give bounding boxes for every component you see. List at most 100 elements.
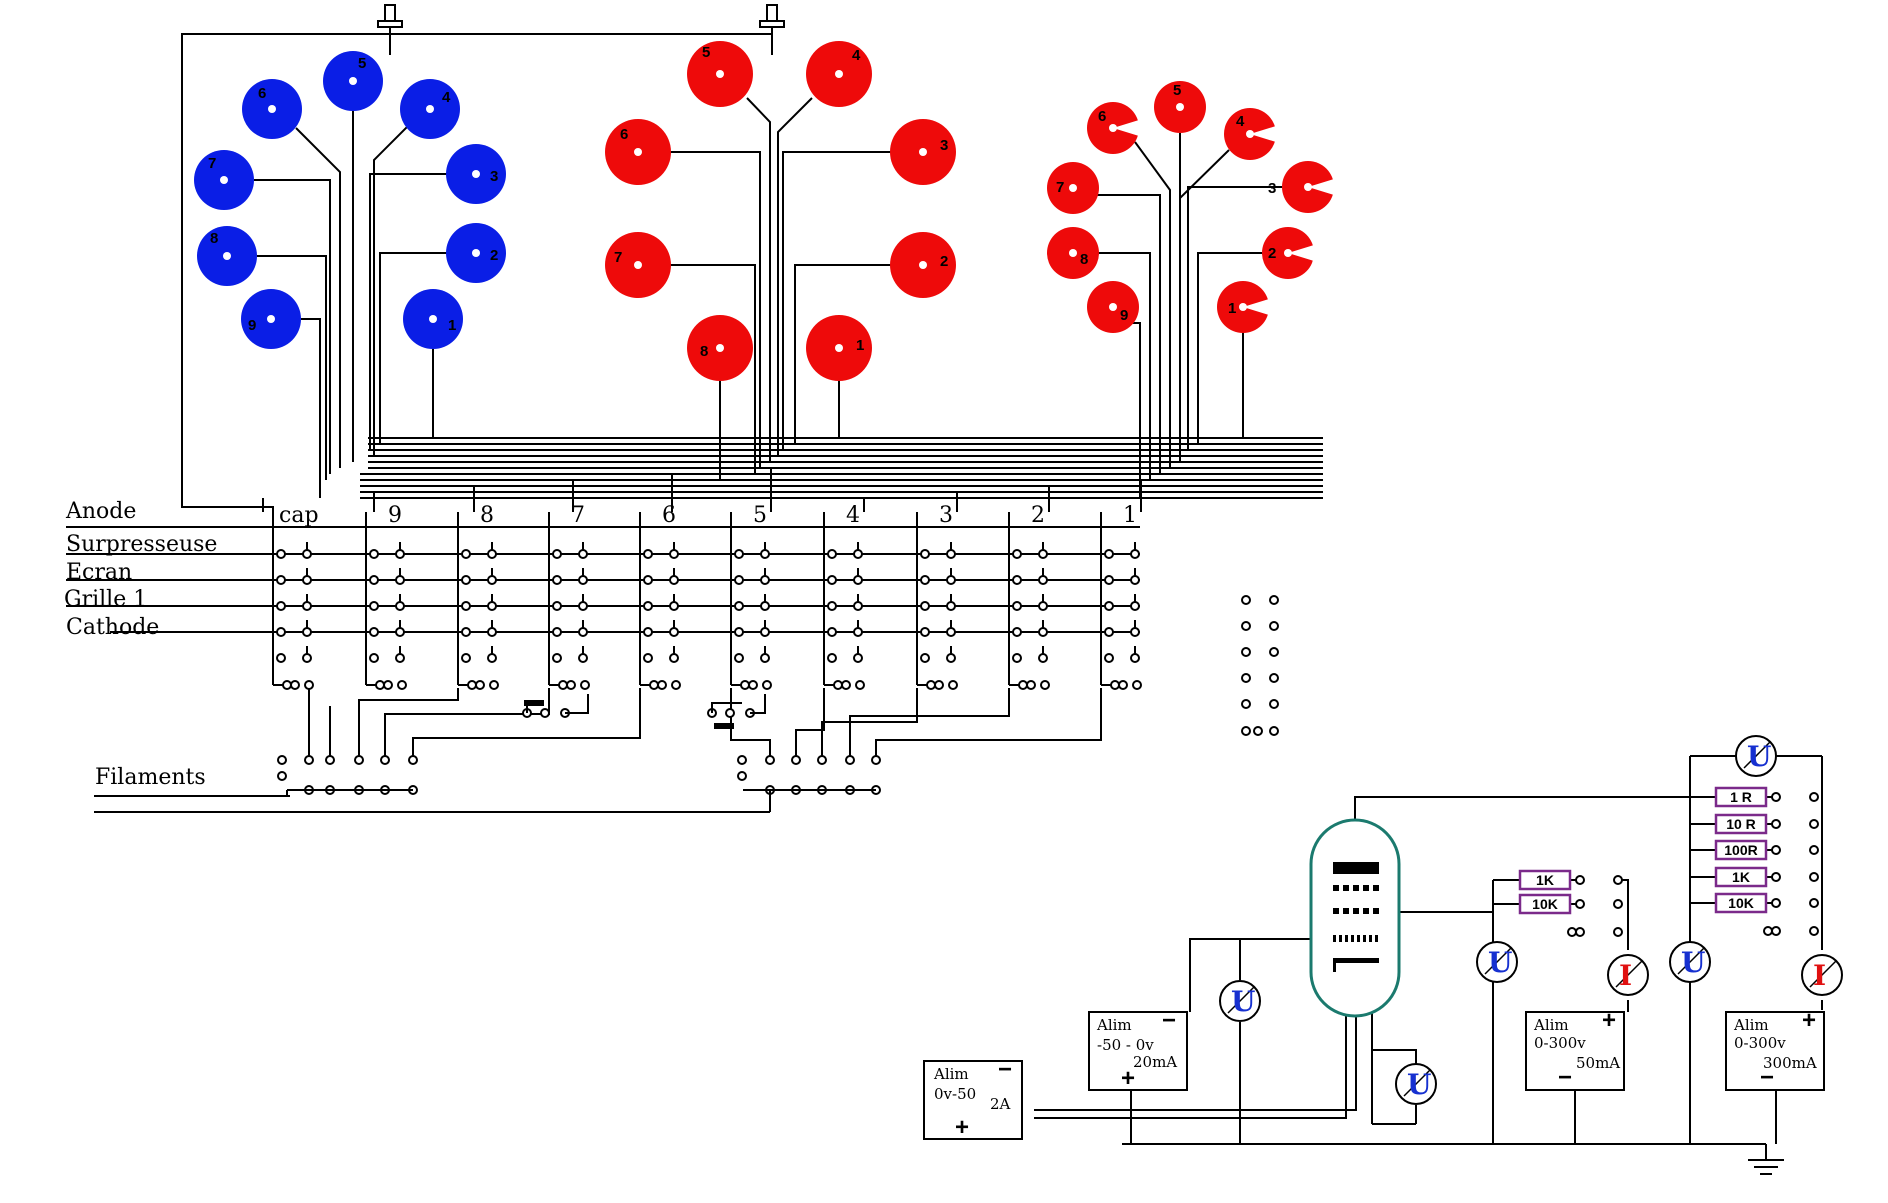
filament-contact[interactable] bbox=[1110, 680, 1120, 690]
switch-contact[interactable] bbox=[1012, 601, 1022, 611]
resistor-switch-contact[interactable] bbox=[1575, 927, 1585, 937]
filament-select-contact[interactable] bbox=[765, 755, 775, 765]
switch-contact[interactable] bbox=[760, 575, 770, 585]
switch-contact[interactable] bbox=[643, 653, 653, 663]
switch-contact[interactable] bbox=[369, 601, 379, 611]
switch-contact[interactable] bbox=[276, 549, 286, 559]
switch-contact[interactable] bbox=[302, 627, 312, 637]
switch-contact[interactable] bbox=[920, 549, 930, 559]
filament-contact[interactable] bbox=[1026, 680, 1036, 690]
switch-contact[interactable] bbox=[276, 653, 286, 663]
filament-switch-contact[interactable] bbox=[540, 708, 550, 718]
switch-contact[interactable] bbox=[946, 653, 956, 663]
switch-contact[interactable] bbox=[1038, 627, 1048, 637]
switch-contact[interactable] bbox=[1012, 575, 1022, 585]
switch-contact[interactable] bbox=[1104, 601, 1114, 611]
switch-contact[interactable] bbox=[853, 575, 863, 585]
switch-contact[interactable] bbox=[552, 653, 562, 663]
switch-contact[interactable] bbox=[1038, 601, 1048, 611]
spare-contact[interactable] bbox=[1269, 621, 1279, 631]
resistor-switch-contact[interactable] bbox=[1763, 926, 1773, 936]
filament-contact[interactable] bbox=[855, 680, 865, 690]
resistor-switch-contact[interactable] bbox=[1771, 926, 1781, 936]
switch-contact[interactable] bbox=[1012, 653, 1022, 663]
spare-contact[interactable] bbox=[1241, 647, 1251, 657]
switch-contact[interactable] bbox=[760, 627, 770, 637]
filament-contact[interactable] bbox=[383, 680, 393, 690]
resistor-switch-contact[interactable] bbox=[1567, 927, 1577, 937]
spare-contact[interactable] bbox=[1241, 726, 1251, 736]
filament-contact[interactable] bbox=[304, 680, 314, 690]
switch-contact[interactable] bbox=[643, 627, 653, 637]
switch-contact[interactable] bbox=[920, 627, 930, 637]
switch-contact[interactable] bbox=[1038, 653, 1048, 663]
filament-select-contact[interactable] bbox=[817, 755, 827, 765]
switch-contact[interactable] bbox=[1130, 627, 1140, 637]
filament-contact[interactable] bbox=[375, 680, 385, 690]
switch-contact[interactable] bbox=[276, 627, 286, 637]
filament-contact[interactable] bbox=[934, 680, 944, 690]
switch-contact[interactable] bbox=[827, 653, 837, 663]
switch-contact[interactable] bbox=[946, 575, 956, 585]
filament-select-contact[interactable] bbox=[791, 755, 801, 765]
switch-contact[interactable] bbox=[760, 549, 770, 559]
resistor-switch-contact[interactable] bbox=[1809, 926, 1819, 936]
switch-contact[interactable] bbox=[946, 627, 956, 637]
filament-contact[interactable] bbox=[1132, 680, 1142, 690]
switch-contact[interactable] bbox=[669, 627, 679, 637]
resistor-switch-contact[interactable] bbox=[1613, 927, 1623, 937]
filament-contact[interactable] bbox=[290, 680, 300, 690]
switch-contact[interactable] bbox=[552, 549, 562, 559]
switch-contact[interactable] bbox=[669, 601, 679, 611]
filament-select-contact[interactable] bbox=[737, 755, 747, 765]
filament-contact[interactable] bbox=[489, 680, 499, 690]
filament-switch-lever[interactable] bbox=[714, 723, 734, 729]
filament-select-contact[interactable] bbox=[304, 755, 314, 765]
switch-contact[interactable] bbox=[734, 653, 744, 663]
switch-contact[interactable] bbox=[369, 627, 379, 637]
spare-contact[interactable] bbox=[1241, 621, 1251, 631]
switch-contact[interactable] bbox=[487, 575, 497, 585]
switch-contact[interactable] bbox=[946, 549, 956, 559]
filament-contact[interactable] bbox=[467, 680, 477, 690]
switch-contact[interactable] bbox=[487, 549, 497, 559]
resistor-switch-contact[interactable] bbox=[1575, 899, 1585, 909]
switch-contact[interactable] bbox=[1012, 627, 1022, 637]
switch-contact[interactable] bbox=[734, 549, 744, 559]
filament-select-contact[interactable] bbox=[354, 755, 364, 765]
switch-contact[interactable] bbox=[395, 653, 405, 663]
filament-contact[interactable] bbox=[657, 680, 667, 690]
switch-contact[interactable] bbox=[487, 653, 497, 663]
switch-contact[interactable] bbox=[669, 549, 679, 559]
spare-contact[interactable] bbox=[1269, 699, 1279, 709]
switch-contact[interactable] bbox=[395, 549, 405, 559]
switch-contact[interactable] bbox=[734, 601, 744, 611]
switch-contact[interactable] bbox=[920, 575, 930, 585]
switch-contact[interactable] bbox=[1038, 549, 1048, 559]
switch-contact[interactable] bbox=[1104, 575, 1114, 585]
filament-contact[interactable] bbox=[1040, 680, 1050, 690]
switch-contact[interactable] bbox=[395, 601, 405, 611]
switch-contact[interactable] bbox=[827, 627, 837, 637]
switch-contact[interactable] bbox=[669, 575, 679, 585]
switch-contact[interactable] bbox=[734, 575, 744, 585]
switch-contact[interactable] bbox=[760, 653, 770, 663]
resistor-switch-contact[interactable] bbox=[1771, 872, 1781, 882]
switch-contact[interactable] bbox=[395, 627, 405, 637]
switch-contact[interactable] bbox=[487, 601, 497, 611]
filament-contact[interactable] bbox=[649, 680, 659, 690]
switch-contact[interactable] bbox=[946, 601, 956, 611]
filament-contact[interactable] bbox=[762, 680, 772, 690]
switch-contact[interactable] bbox=[920, 653, 930, 663]
switch-contact[interactable] bbox=[302, 653, 312, 663]
filament-contact[interactable] bbox=[740, 680, 750, 690]
switch-contact[interactable] bbox=[487, 627, 497, 637]
filament-contact[interactable] bbox=[558, 680, 568, 690]
spare-contact[interactable] bbox=[1241, 699, 1251, 709]
resistor-switch-contact[interactable] bbox=[1809, 845, 1819, 855]
switch-contact[interactable] bbox=[461, 575, 471, 585]
switch-contact[interactable] bbox=[578, 575, 588, 585]
spare-contact[interactable] bbox=[1241, 595, 1251, 605]
filament-contact[interactable] bbox=[926, 680, 936, 690]
switch-contact[interactable] bbox=[643, 575, 653, 585]
